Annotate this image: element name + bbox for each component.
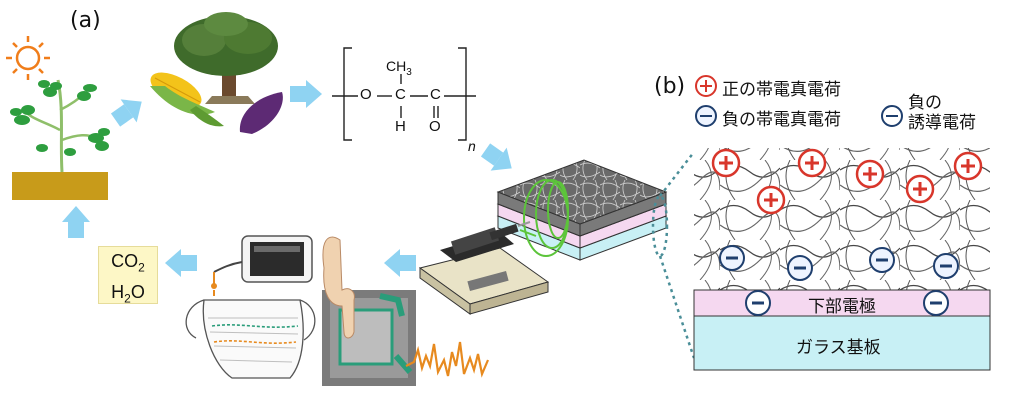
electrode-label: 下部電極 [808, 297, 876, 317]
carbon-2-label: C [430, 86, 441, 103]
panel-b-layers [693, 148, 991, 371]
ch3-label: CH3 [386, 58, 412, 78]
co2-h2o-box: CO2 H2O [98, 246, 158, 305]
carbon-1-label: C [395, 86, 406, 103]
legend-induced-symbol [881, 105, 903, 127]
flow-arrows [62, 80, 512, 277]
negative-charge-icon [933, 253, 959, 279]
signal-wave [405, 341, 490, 378]
repeat-n-label: n [468, 138, 476, 154]
hydrogen-label: H [395, 118, 406, 135]
fiber-mat [496, 159, 668, 261]
zoom-connectors [651, 151, 696, 359]
positive-charge-icon [797, 148, 827, 178]
legend-negative-label: 負の帯電真電荷 [722, 110, 841, 130]
induced-charge-icon [923, 290, 949, 316]
touch-sensor-photo [322, 236, 416, 386]
electrospinning-device-icon [418, 221, 550, 315]
legend-induced-label-2: 誘導電荷 [908, 113, 976, 133]
pla-structure [332, 47, 476, 141]
tree-icon [174, 12, 278, 104]
corn-icon [150, 72, 224, 127]
smartphone-icon [211, 235, 313, 289]
glass-substrate-label: ガラス基板 [796, 338, 881, 358]
sun-icon [6, 36, 50, 80]
plant-icon [10, 79, 110, 200]
face-mask-icon [185, 290, 316, 379]
positive-charge-icon [756, 185, 786, 215]
legend-positive-symbol [695, 75, 717, 97]
panel-a-label: (a) [70, 8, 101, 33]
legend-induced-label-1: 負の [908, 93, 942, 113]
positive-charge-icon [711, 148, 741, 178]
negative-charge-icon [719, 245, 745, 271]
legend-negative-symbol [695, 105, 717, 127]
positive-charge-icon [855, 159, 885, 189]
h2o-label: H2O [111, 281, 145, 306]
ester-oxygen-label: O [360, 86, 372, 103]
positive-charge-icon [905, 174, 935, 204]
co2-label: CO2 [111, 251, 145, 275]
induced-charge-icon [745, 290, 771, 316]
panel-b-label: (b) [654, 74, 686, 99]
negative-charge-icon [869, 247, 895, 273]
positive-charge-icon [953, 151, 983, 181]
sweet-potato-icon [239, 92, 283, 134]
charge-layer [711, 148, 983, 316]
legend-positive-label: 正の帯電真電荷 [722, 80, 841, 100]
carbonyl-oxygen-label: O [429, 118, 441, 135]
negative-charge-icon [787, 255, 813, 281]
